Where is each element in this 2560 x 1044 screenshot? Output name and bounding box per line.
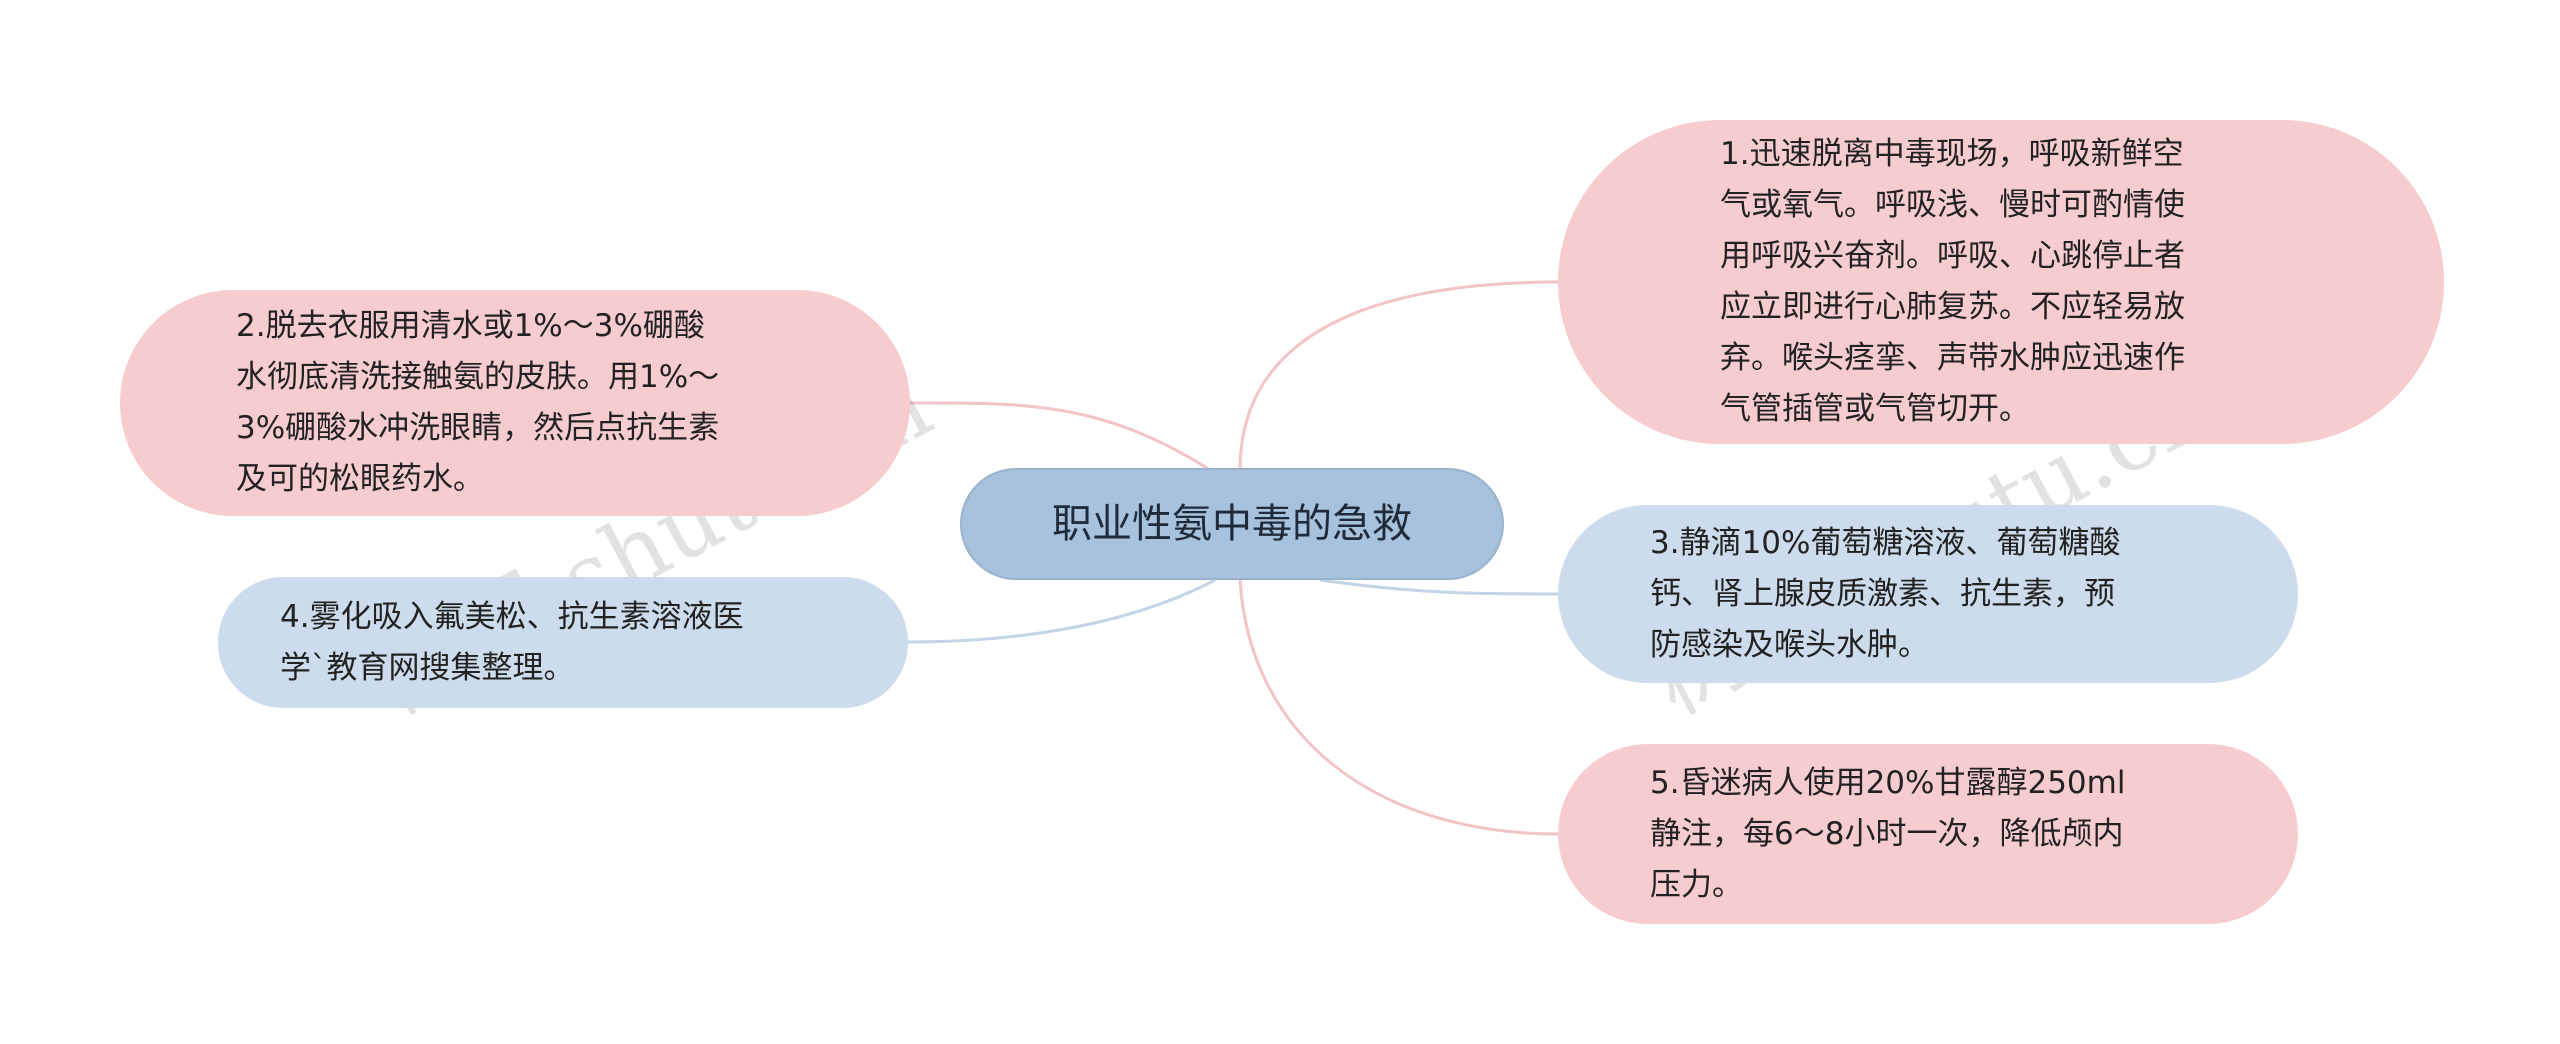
connector-to-node-4 (907, 578, 1216, 644)
connector-to-node-1 (1238, 280, 1559, 471)
connector-to-node-5 (1238, 579, 1559, 836)
node-2[interactable]: 2.脱去衣服用清水或1%～3%硼酸 水彻底清洗接触氨的皮肤。用1%～ 3%硼酸水… (120, 290, 910, 516)
node-4-text: 4.雾化吸入氟美松、抗生素溶液医 学`教育网搜集整理。 (280, 598, 744, 686)
node-5-text: 5.昏迷病人使用20%甘露醇250ml 静注，每6～8小时一次，降低颅内 压力。 (1650, 764, 2126, 903)
node-4[interactable]: 4.雾化吸入氟美松、抗生素溶液医 学`教育网搜集整理。 (218, 577, 908, 708)
node-3[interactable]: 3.静滴10%葡萄糖溶液、葡萄糖酸 钙、肾上腺皮质激素、抗生素，预 防感染及喉头… (1558, 505, 2298, 683)
connector-to-node-2 (909, 401, 1211, 472)
node-1[interactable]: 1.迅速脱离中毒现场，呼吸新鲜空 气或氧气。呼吸浅、慢时可酌情使 用呼吸兴奋剂。… (1558, 120, 2444, 444)
node-5[interactable]: 5.昏迷病人使用20%甘露醇250ml 静注，每6～8小时一次，降低颅内 压力。 (1558, 744, 2298, 924)
center-topic[interactable]: 职业性氨中毒的急救 (960, 468, 1504, 580)
node-1-text: 1.迅速脱离中毒现场，呼吸新鲜空 气或氧气。呼吸浅、慢时可酌情使 用呼吸兴奋剂。… (1720, 136, 2185, 427)
node-2-text: 2.脱去衣服用清水或1%～3%硼酸 水彻底清洗接触氨的皮肤。用1%～ 3%硼酸水… (236, 308, 720, 497)
center-topic-label: 职业性氨中毒的急救 (1052, 500, 1412, 547)
connector-to-node-3 (1319, 578, 1559, 596)
node-3-text: 3.静滴10%葡萄糖溶液、葡萄糖酸 钙、肾上腺皮质激素、抗生素，预 防感染及喉头… (1650, 524, 2121, 663)
